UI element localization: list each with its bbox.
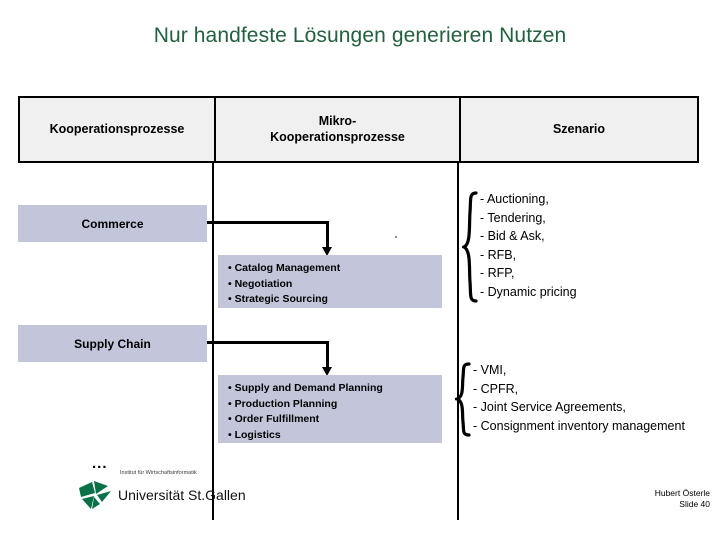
connector-vertical-segment — [326, 341, 329, 369]
list-item: - VMI, — [473, 363, 507, 377]
stray-dot-marker — [395, 236, 397, 238]
list-item: Catalog Management — [228, 261, 442, 277]
list-item: - Bid & Ask, — [480, 229, 545, 243]
scenario-list: - VMI, - CPFR, - Joint Service Agreement… — [473, 361, 685, 435]
arrow-head-icon — [322, 367, 332, 376]
table-header-kooperationsprozesse: Kooperationsprozesse — [20, 98, 214, 161]
connector-horizontal-segment — [207, 341, 329, 344]
arrow-head-icon — [322, 247, 332, 256]
scenario-group-supply-chain: - VMI, - CPFR, - Joint Service Agreement… — [455, 361, 720, 439]
logo-institute-line: Institut für Wirtschaftsinformatik — [120, 470, 197, 476]
list-item: - RFP, — [480, 266, 515, 280]
curly-brace-icon — [462, 191, 478, 303]
list-item: - Joint Service Agreements, — [473, 400, 626, 414]
list-item: - CPFR, — [473, 381, 519, 396]
category-label: Supply Chain — [74, 336, 151, 351]
category-box-commerce: Commerce — [18, 205, 207, 242]
footer-slide-number: Slide 40 — [679, 499, 710, 509]
table-header-szenario: Szenario — [459, 98, 697, 161]
list-item: - Dynamic pricing — [480, 284, 577, 299]
table-header-mikro-kooperationsprozesse: Mikro-Kooperationsprozesse — [214, 98, 459, 161]
connector-vertical-segment — [326, 221, 329, 249]
category-box-supply-chain: Supply Chain — [18, 325, 207, 362]
category-label: Commerce — [81, 216, 144, 231]
micro-process-list: Supply and Demand Planning Production Pl… — [228, 381, 442, 443]
list-item: - Consignment inventory management — [473, 418, 685, 433]
column-divider-2 — [457, 163, 459, 520]
logo-block: Institut für Wirtschaftsinformatik Unive… — [78, 470, 246, 518]
page-title: Nur handfeste Lösungen generieren Nutzen — [153, 24, 567, 47]
list-item: - Auctioning, — [480, 192, 549, 206]
table-header-label: Mikro-Kooperationsprozesse — [270, 114, 405, 144]
logo-wordmark: Universität St.Gallen — [118, 487, 246, 503]
connector-arrow-commerce — [207, 221, 337, 259]
list-item: Supply and Demand Planning — [228, 381, 442, 397]
footer-credit: Hubert Österle Slide 40 — [655, 488, 710, 510]
university-logo-icon — [79, 481, 111, 509]
list-item: Strategic Sourcing — [228, 292, 442, 308]
list-item: - RFB, — [480, 247, 517, 262]
curly-brace-icon — [455, 362, 471, 437]
micro-process-list: Catalog Management Negotiation Strategic… — [228, 261, 442, 308]
footer-author: Hubert Österle — [654, 488, 710, 498]
ellipsis-marker: ... — [92, 455, 108, 472]
table-header-label: Szenario — [552, 121, 606, 136]
list-item: Production Planning — [228, 397, 442, 413]
scenario-list: - Auctioning, - Tendering, - Bid & Ask, … — [480, 190, 577, 301]
connector-arrow-supply-chain — [207, 341, 337, 379]
micro-process-box-supply-chain: Supply and Demand Planning Production Pl… — [218, 375, 442, 443]
list-item: - Tendering, — [480, 210, 546, 225]
table-header-label: Kooperationsprozesse — [49, 121, 185, 136]
connector-horizontal-segment — [207, 221, 329, 224]
matrix-header-table: Kooperationsprozesse Mikro-Kooperationsp… — [18, 96, 699, 163]
list-item: Logistics — [228, 428, 442, 444]
list-item: Order Fulfillment — [228, 412, 442, 428]
scenario-group-commerce: - Auctioning, - Tendering, - Bid & Ask, … — [462, 190, 720, 305]
list-item: Negotiation — [228, 277, 442, 293]
micro-process-box-commerce: Catalog Management Negotiation Strategic… — [218, 255, 442, 308]
